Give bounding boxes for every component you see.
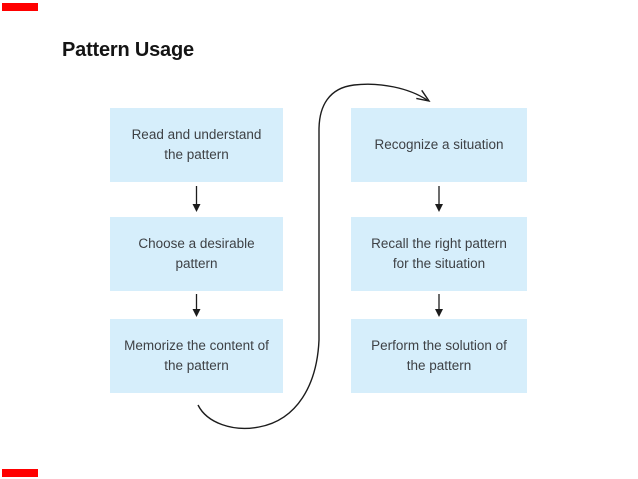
loop-arrowhead-icon — [416, 89, 431, 103]
step-box-perform-solution: Perform the solution of the pattern — [351, 319, 527, 393]
step-box-recall-right-pattern: Recall the right pattern for the situati… — [351, 217, 527, 291]
step-box-recognize-situation: Recognize a situation — [351, 108, 527, 182]
down-arrowhead-icon — [435, 204, 443, 212]
step-label: Recognize a situation — [374, 137, 504, 153]
step-label: Recall the right pattern for the situati… — [371, 236, 507, 271]
red-accent-bar-top — [2, 3, 38, 11]
step-box-choose-desirable-pattern: Choose a desirable pattern — [110, 217, 283, 291]
step-label: Perform the solution of the pattern — [371, 338, 507, 373]
down-arrowhead-icon — [435, 309, 443, 317]
step-label: Memorize the content of the pattern — [124, 338, 269, 373]
red-accent-bar-bottom — [2, 469, 38, 477]
down-arrowhead-icon — [192, 204, 201, 212]
step-box-read-understand-pattern: Read and understand the pattern — [110, 108, 283, 182]
down-arrowhead-icon — [192, 309, 201, 317]
step-box-memorize-pattern-content: Memorize the content of the pattern — [110, 319, 283, 393]
step-label: Choose a desirable pattern — [138, 236, 255, 271]
slide-title: Pattern Usage — [62, 39, 194, 61]
step-label: Read and understand the pattern — [131, 127, 262, 162]
